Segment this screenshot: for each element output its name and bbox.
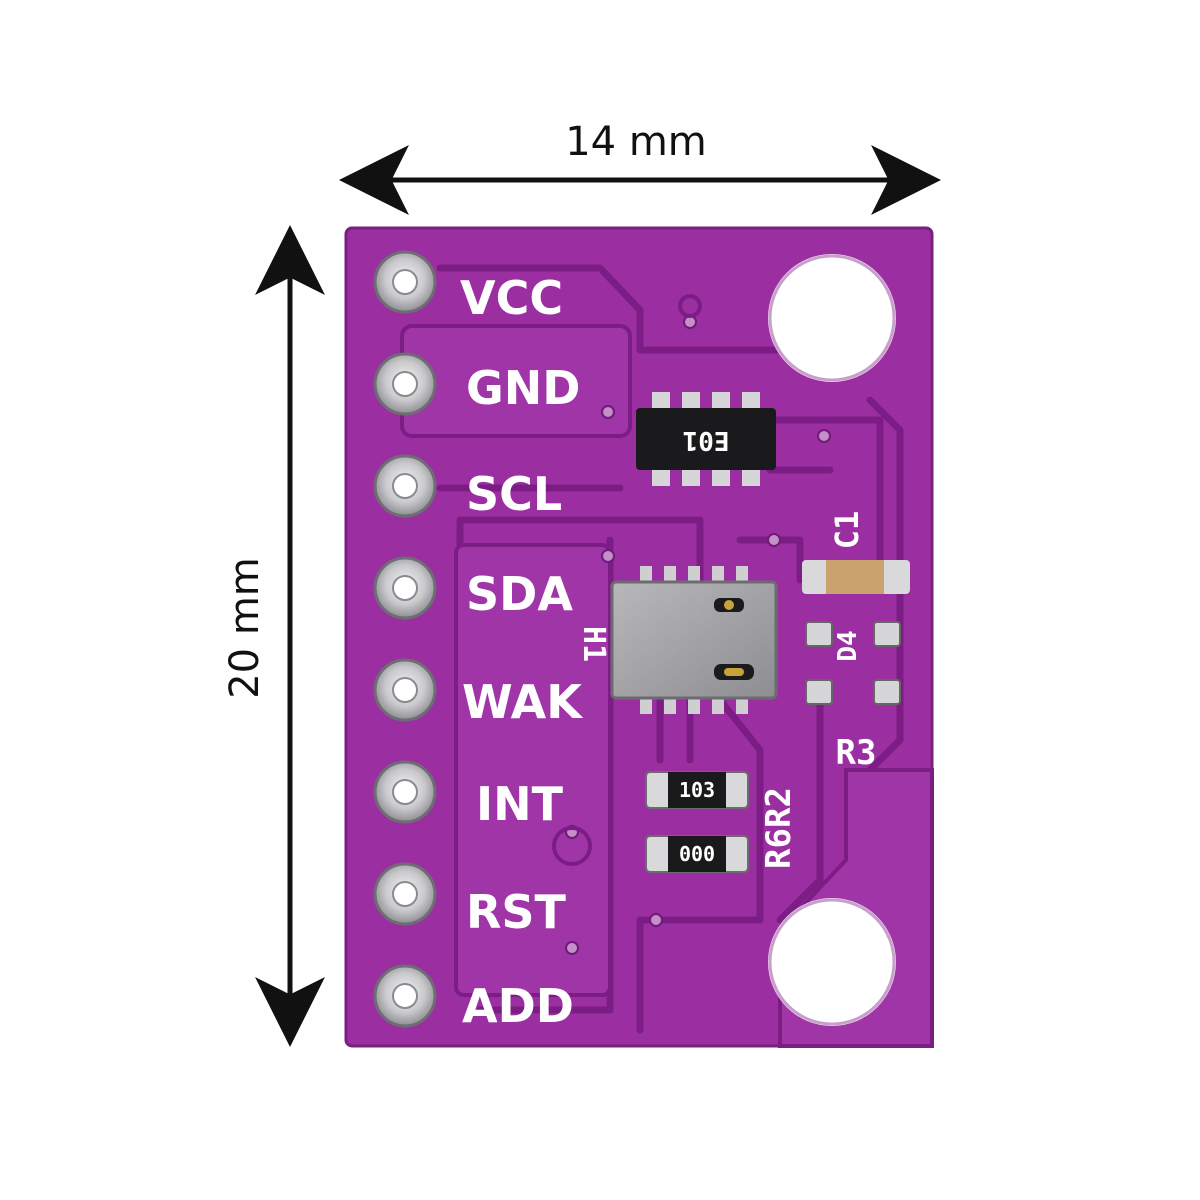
pin-pad-wak [373,658,437,722]
r6r2-label: R6R2 [759,787,799,869]
pin-pad-rst [373,862,437,926]
ic-silk-label: H1 [576,626,611,662]
pcb-board: VCC GND SCL SDA WAK INT RST ADD E01 [344,226,934,1048]
pin-label-rst: RST [466,885,567,939]
resistor-000-code: 000 [679,842,715,866]
resistor-array-code: E01 [683,425,730,455]
height-dimension: 20 mm [222,225,325,1047]
pin-pad-scl [373,454,437,518]
pin-pad-sda [373,556,437,620]
ground-pour-mid [454,543,612,997]
pin-label-vcc: VCC [460,271,563,325]
resistor-array: E01 [636,392,776,486]
pin-labels: VCC GND SCL SDA WAK INT RST ADD [460,271,584,1033]
resistor-r3: R3 [805,679,901,773]
pin-pad-add [373,964,437,1028]
resistor-103: 103 [645,771,749,809]
width-dimension: 14 mm [339,119,941,215]
sensor-ic: H1 [576,566,778,714]
pin-label-gnd: GND [466,361,580,415]
pin-label-add: ADD [462,979,574,1033]
pin-label-wak: WAK [462,675,584,729]
pin-label-sda: SDA [466,567,573,621]
header-pads [373,250,437,1028]
r3-label: R3 [836,733,877,773]
capacitor-c1: C1 [802,511,910,594]
width-label: 14 mm [565,119,707,165]
pin-pad-gnd [373,352,437,416]
height-label: 20 mm [222,557,268,699]
pin-label-scl: SCL [466,467,562,521]
pin-label-int: INT [476,777,564,831]
d4-label: D4 [833,630,863,661]
diode-d4: D4 [805,621,901,662]
resistor-000: 000 [645,835,749,873]
resistor-103-code: 103 [679,778,715,802]
c1-label: C1 [828,511,866,550]
pin-pad-vcc [373,250,437,314]
pin-pad-int [373,760,437,824]
fiducial-marks [552,294,702,866]
